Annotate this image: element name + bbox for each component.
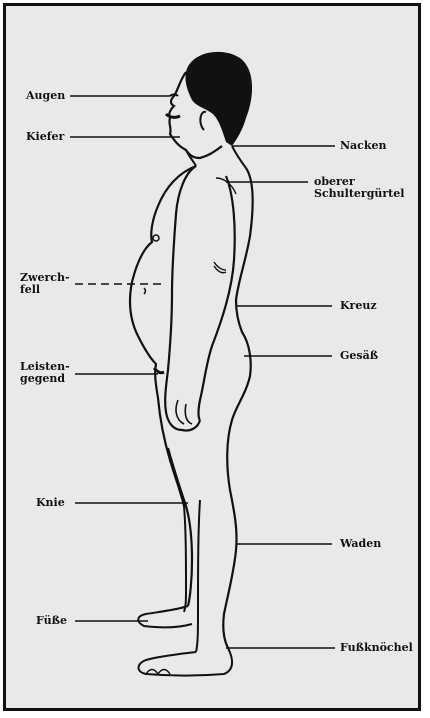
ear [200,112,206,130]
torso-front [130,166,196,506]
back-outline [227,168,252,550]
navel [144,288,146,294]
leg-inner [168,448,192,606]
label-knie: Knie [36,497,65,509]
label-schultergurtel: oberer Schultergürtel [314,176,404,200]
label-kreuz: Kreuz [340,300,377,312]
leg-front-lower [184,506,186,612]
neck-back [232,146,246,168]
label-nacken: Nacken [340,140,387,152]
foot-front [139,648,233,676]
shoulder-line [216,178,236,194]
label-leistengegend: Leisten- gegend [20,361,70,385]
shin [196,500,200,652]
arm-front [165,166,200,431]
label-kiefer: Kiefer [26,131,64,143]
label-fussknoechel: Fußknöchel [340,642,413,654]
label-waden: Waden [340,538,381,550]
hair [185,52,252,146]
nipple [153,235,159,241]
label-zwerchfell: Zwerch- fell [20,272,70,296]
label-gesaess: Gesäß [340,350,378,362]
moustache [166,114,180,117]
label-augen: Augen [26,90,65,102]
arm-back [199,176,235,420]
calf [223,550,236,648]
hand-fingers [176,400,192,424]
elbow [214,262,226,273]
label-fuesse: Füße [36,615,67,627]
